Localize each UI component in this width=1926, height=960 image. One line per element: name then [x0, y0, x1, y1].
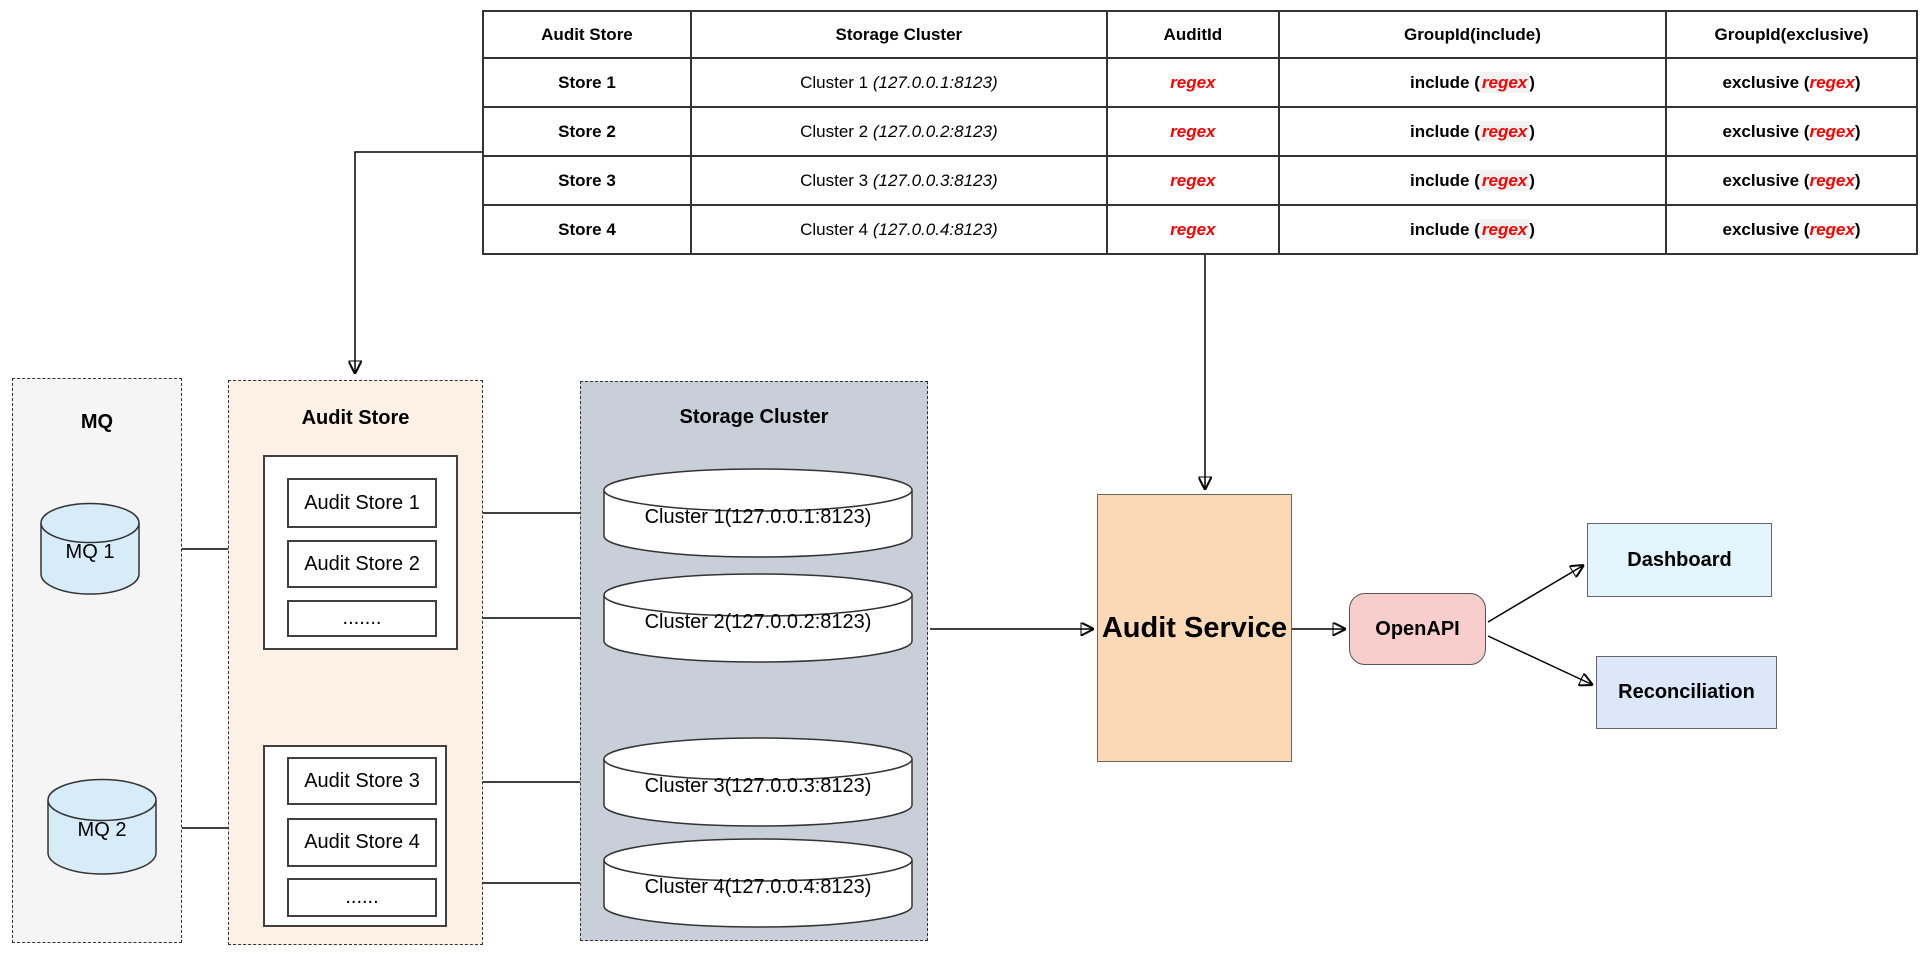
connector-table-to-audit-store	[355, 151, 482, 374]
cell-auditid: regex	[1105, 204, 1280, 255]
cell-cluster: Cluster 4 (127.0.0.4:8123)	[689, 204, 1108, 255]
reconciliation-label: Reconciliation	[1618, 681, 1755, 703]
cylinder-shape-icon	[603, 468, 913, 558]
config-table: Audit Store Storage Cluster AuditId Grou…	[482, 10, 1918, 255]
storage-cluster-container-label: Storage Cluster	[679, 406, 829, 428]
audit-store-1-label: Audit Store 1	[304, 491, 420, 514]
audit-store-2-node: Audit Store 2	[287, 540, 437, 588]
audit-store-dots-label: ......	[345, 886, 379, 908]
audit-service-node: Audit Service	[1097, 494, 1292, 762]
cell-include: include (regex)	[1277, 204, 1668, 255]
col-header-groupid-exclusive: GroupId(exclusive)	[1665, 10, 1918, 59]
mq2-cylinder: MQ 2	[47, 778, 157, 875]
mq1-cylinder: MQ 1	[40, 502, 140, 595]
cluster3-cylinder: Cluster 3(127.0.0.3:8123)	[603, 737, 913, 827]
cluster2-label: Cluster 2(127.0.0.2:8123)	[644, 610, 872, 633]
dashboard-label: Dashboard	[1627, 548, 1732, 571]
table-row: Store 4 Cluster 4 (127.0.0.4:8123) regex…	[482, 204, 1918, 255]
audit-store-dots-label: .......	[342, 607, 382, 629]
audit-store-1-node: Audit Store 1	[287, 478, 437, 528]
cell-store: Store 4	[482, 204, 692, 255]
table-row: Store 2 Cluster 2 (127.0.0.2:8123) regex…	[482, 106, 1918, 157]
audit-store-4-label: Audit Store 4	[304, 831, 420, 853]
cell-include: include (regex)	[1277, 155, 1668, 206]
col-header-auditid: AuditId	[1105, 10, 1280, 59]
cluster4-cylinder: Cluster 4(127.0.0.4:8123)	[603, 838, 913, 928]
dashboard-node: Dashboard	[1587, 523, 1772, 597]
cylinder-shape-icon	[603, 838, 913, 928]
cell-exclusive: exclusive (regex)	[1665, 57, 1918, 108]
mq-container-label: MQ	[80, 411, 114, 433]
cylinder-shape-icon	[603, 573, 913, 663]
cluster4-label: Cluster 4(127.0.0.4:8123)	[644, 875, 872, 898]
cell-include: include (regex)	[1277, 57, 1668, 108]
cylinder-shape-icon	[40, 502, 140, 595]
table-row: Store 1 Cluster 1 (127.0.0.1:8123) regex…	[482, 57, 1918, 108]
cell-auditid: regex	[1105, 155, 1280, 206]
table-row: Store 3 Cluster 3 (127.0.0.3:8123) regex…	[482, 155, 1918, 206]
cell-exclusive: exclusive (regex)	[1665, 155, 1918, 206]
audit-store-dots-node-1: .......	[287, 600, 437, 637]
connector-openapi-to-dashboard	[1487, 565, 1584, 623]
cluster1-label: Cluster 1(127.0.0.1:8123)	[644, 505, 872, 528]
cell-cluster: Cluster 1 (127.0.0.1:8123)	[689, 57, 1108, 108]
mq2-label: MQ 2	[77, 819, 127, 841]
col-header-audit-store: Audit Store	[482, 10, 692, 59]
audit-store-container-label: Audit Store	[301, 407, 410, 429]
audit-store-3-label: Audit Store 3	[304, 769, 420, 792]
audit-store-3-node: Audit Store 3	[287, 757, 437, 805]
cluster2-cylinder: Cluster 2(127.0.0.2:8123)	[603, 573, 913, 663]
cell-auditid: regex	[1105, 106, 1280, 157]
connector-openapi-to-reconciliation	[1487, 635, 1593, 685]
table-header-row: Audit Store Storage Cluster AuditId Grou…	[482, 10, 1918, 59]
col-header-storage-cluster: Storage Cluster	[689, 10, 1108, 59]
cell-store: Store 1	[482, 57, 692, 108]
cell-cluster: Cluster 3 (127.0.0.3:8123)	[689, 155, 1108, 206]
openapi-node: OpenAPI	[1349, 593, 1486, 665]
audit-service-label: Audit Service	[1101, 611, 1288, 644]
audit-store-2-label: Audit Store 2	[304, 552, 420, 575]
cell-auditid: regex	[1105, 57, 1280, 108]
openapi-label: OpenAPI	[1375, 617, 1460, 640]
mq1-label: MQ 1	[65, 541, 115, 563]
cell-store: Store 2	[482, 106, 692, 157]
cluster3-label: Cluster 3(127.0.0.3:8123)	[644, 774, 872, 797]
cell-exclusive: exclusive (regex)	[1665, 106, 1918, 157]
cell-include: include (regex)	[1277, 106, 1668, 157]
audit-store-dots-node-2: ......	[287, 878, 437, 917]
cell-store: Store 3	[482, 155, 692, 206]
cell-exclusive: exclusive (regex)	[1665, 204, 1918, 255]
cylinder-shape-icon	[603, 737, 913, 827]
cylinder-shape-icon	[47, 778, 157, 875]
col-header-groupid-include: GroupId(include)	[1277, 10, 1668, 59]
reconciliation-node: Reconciliation	[1596, 656, 1777, 729]
cell-cluster: Cluster 2 (127.0.0.2:8123)	[689, 106, 1108, 157]
cluster1-cylinder: Cluster 1(127.0.0.1:8123)	[603, 468, 913, 558]
audit-store-4-node: Audit Store 4	[287, 818, 437, 867]
